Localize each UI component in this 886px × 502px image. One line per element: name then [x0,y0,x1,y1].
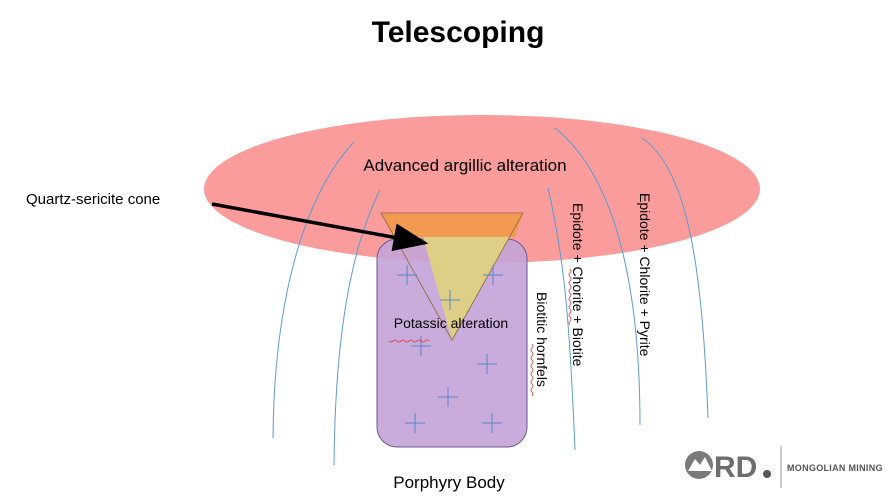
squiggle-chorite [568,268,572,326]
label-biotitic-hornfels: Biotitic hornfels [534,292,550,387]
squiggle-potassic [388,339,430,343]
cross-mark-icon [411,336,431,356]
spellcheck-underlines [388,268,572,397]
cross-mark-icon [438,387,458,407]
cross-mark-icon [483,265,503,285]
flow-line-outer-right [641,137,709,419]
squiggle-hornfels [530,343,534,397]
flow-line-outer-left [272,141,355,439]
cross-mark-icon [440,290,460,310]
label-potassic: Potassic alteration [394,315,508,331]
label-epidote-chlorite-biotite: Epidote + Chorite + Biotite [570,203,586,367]
cross-mark-icon [397,265,417,285]
cross-mark-icon [482,413,502,433]
flow-line-inner-left [333,189,381,466]
cross-mark-icon [477,354,497,374]
label-epidote-chlorite-pyrite: Epidote + Chlorite + Pyrite [637,193,653,357]
cone-body [423,237,510,340]
flow-lines [272,127,709,466]
label-advanced-argillic: Advanced argillic alteration [363,156,566,175]
logo-company-name: MONGOLIAN MINING [787,463,883,473]
label-porphyry-body: Porphyry Body [393,473,505,492]
flow-line-hornfels [547,187,576,451]
quartz-sericite-arrow [211,202,429,252]
cone-outline [380,212,524,341]
cone-top [381,213,523,237]
mountain-logo-icon [685,451,713,479]
label-quartz-sericite-cone: Quartz-sericite cone [26,191,160,208]
flow-line-epidote-biotite [554,127,641,426]
slide-title: Telescoping [372,16,545,49]
advanced-argillic-ellipse [204,115,760,263]
company-logo: RD MONGOLIAN MINING [685,446,883,488]
cross-mark-icon [405,413,425,433]
logo-mark: RD [714,451,757,484]
logo-dot [763,470,771,478]
porphyry-crosses [397,265,503,433]
